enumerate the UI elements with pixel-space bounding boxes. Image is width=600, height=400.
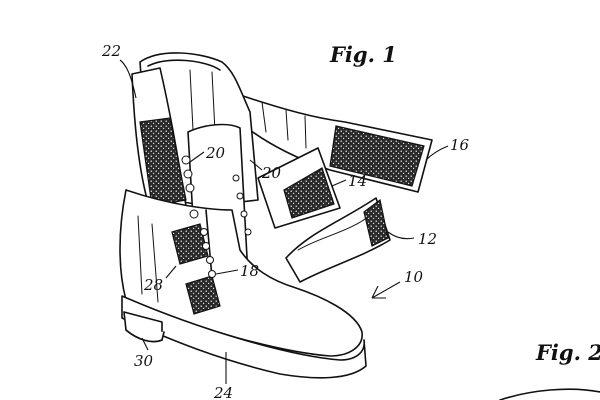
- ref-28: 28: [143, 276, 163, 294]
- ref-12: 12: [418, 230, 437, 248]
- boot-flap-22: [131, 67, 187, 211]
- ref-30: 30: [134, 352, 154, 370]
- eyelet: [244, 228, 252, 236]
- ref-18: 18: [240, 262, 259, 280]
- ref-14: 14: [348, 172, 367, 190]
- hook-loop-pad-12: [363, 198, 389, 247]
- ref-20-right: 20: [261, 164, 282, 182]
- side-pad-lower: [185, 275, 221, 315]
- strap-14: [257, 147, 341, 229]
- leader-lines: [119, 59, 449, 384]
- arrow-head-10: [371, 285, 386, 299]
- eyelet: [240, 210, 248, 218]
- eyelets: [181, 155, 252, 278]
- ref-22: 22: [101, 42, 121, 60]
- loose-strap-16: [239, 94, 433, 193]
- figure-title-partial: Fig. 2: [535, 340, 600, 365]
- eyelet: [189, 209, 199, 219]
- boot-sole: [121, 295, 367, 379]
- hook-loop-pad-16: [329, 125, 425, 187]
- ref-24: 24: [213, 384, 233, 400]
- ref-16: 16: [450, 136, 470, 154]
- eyelet: [208, 270, 216, 278]
- eyelet: [236, 192, 244, 200]
- strap-12: [285, 197, 391, 283]
- eyelet: [181, 155, 191, 165]
- eyelet: [185, 183, 195, 193]
- eyelet: [200, 228, 208, 236]
- boot-heel-30: [123, 311, 165, 343]
- eyelet: [232, 174, 240, 182]
- side-pad-upper: [171, 223, 209, 265]
- ref-10: 10: [404, 268, 424, 286]
- eyelet: [202, 242, 210, 250]
- figure-title: Fig. 1: [329, 42, 397, 67]
- ref-20: 20: [205, 144, 226, 162]
- eyelet: [183, 169, 193, 179]
- hook-loop-pad-22: [139, 117, 187, 207]
- eyelet: [206, 256, 214, 264]
- hook-loop-pad-14: [283, 167, 335, 219]
- partial-figure-2-outline: [499, 388, 600, 400]
